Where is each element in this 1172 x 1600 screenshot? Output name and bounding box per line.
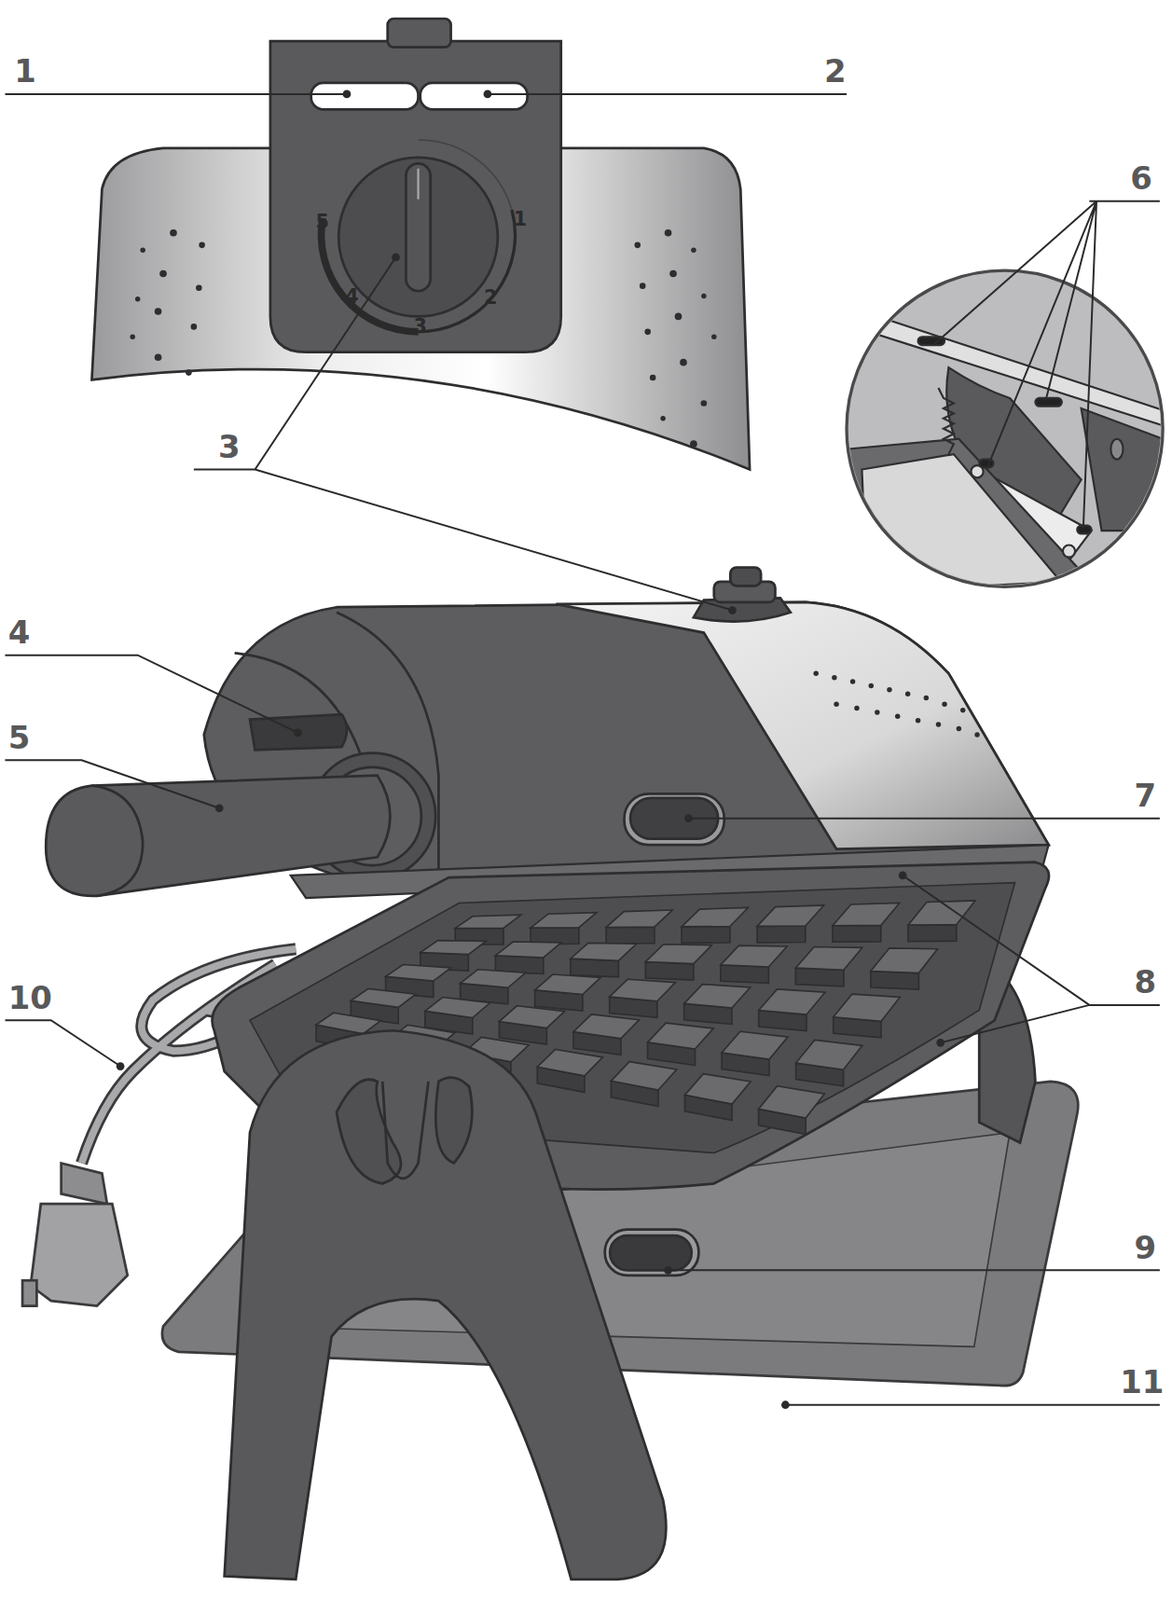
waffle-block-top [795,946,862,970]
dial-number: 3 [413,317,427,337]
waffle-block-top [455,914,522,929]
waffle-block-top [684,984,751,1008]
front-stand [224,1030,667,1580]
waffle-block-side [570,958,620,978]
waffle-block-top [681,908,748,927]
dial-number: 2 [483,288,497,308]
callout-number: 6 [1130,163,1153,195]
waffle-block-top [606,910,673,927]
callout-number: 7 [1134,780,1158,813]
waffle-block-side [645,962,694,981]
waffle-block-side [757,925,806,943]
callout-number: 4 [8,617,31,649]
waffle-block-side [908,924,957,942]
waffle-block-top [425,997,491,1019]
waffle-block-top [609,978,676,1001]
control-panel-detail [91,18,750,470]
waffle-block-top [537,1048,603,1076]
waffle-block-top [610,1061,676,1090]
waffle-block-top [350,988,416,1007]
waffle-block-top [386,964,452,981]
vent-dots [129,229,717,448]
waffle-block-top [720,945,787,967]
waffle-block-top [796,1039,863,1070]
waffle-block-side [832,924,882,942]
waffle-block-side [681,926,731,944]
callout-number: 5 [8,722,31,755]
waffle-block-top [570,942,637,961]
waffle-block-top [645,944,712,965]
waffle-block-top [316,1012,381,1035]
vent-holes [813,671,979,738]
waffle-block-top [573,1014,639,1039]
callout-number: 2 [824,55,847,88]
waffle-block-top [684,1074,751,1104]
waffle-block-top [498,1006,565,1029]
waffle-block-side [795,967,844,987]
waffle-block-top [420,940,486,955]
waffle-block-top [908,900,976,925]
dial-number: 4 [344,287,359,307]
waffle-block-top [721,1031,788,1060]
waffle-block-top [758,1086,826,1118]
waffle-block-side [720,965,770,984]
dial-number: 5 [315,212,329,233]
handle [45,714,436,897]
callout-number: 9 [1134,1232,1158,1265]
waffle-block-top [460,969,526,989]
window-7 [624,793,725,845]
waffle-block-top [648,1022,715,1049]
waffle-block-top [757,905,825,926]
button-9 [605,1229,700,1276]
leader-lines [4,94,1159,1406]
waffle-block-top [495,941,562,958]
waffle-block-side [870,970,920,990]
leader-dots [116,90,945,1410]
callout-number: 1 [13,55,37,88]
plug [22,1162,128,1306]
waffle-block-top [832,902,900,925]
dial-number: 1 [513,209,527,230]
callout-number: 8 [1134,966,1158,999]
waffle-block-top [530,912,597,929]
hinge-detail-inset [846,270,1172,612]
waffle-block-top [758,989,826,1015]
callout-number: 10 [8,982,53,1015]
callout-number: 11 [1119,1366,1164,1399]
dial-scale [321,139,516,332]
callout-number: 3 [218,431,241,464]
waffle-block-top [870,948,938,974]
top-knob [693,567,791,622]
waffle-block-top [833,993,900,1021]
waffle-block-side [606,926,655,944]
waffle-block-top [535,974,601,994]
